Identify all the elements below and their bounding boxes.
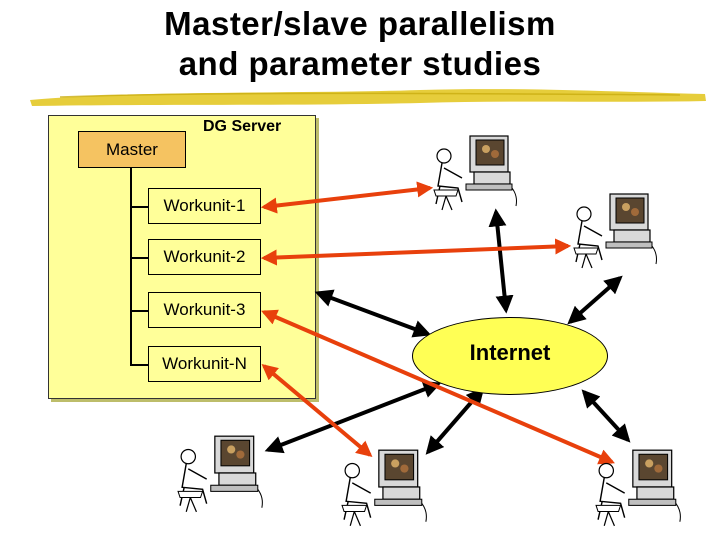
slide-title-line-2: and parameter studies <box>178 45 542 82</box>
tree-branch <box>130 364 148 366</box>
workstation-bottom-right <box>594 446 686 535</box>
title-underline <box>30 89 706 106</box>
internet-cloud: Internet <box>412 317 608 395</box>
internet-link <box>314 289 432 338</box>
person-at-computer-icon <box>177 435 263 513</box>
workunit-node: Workunit-1 <box>148 188 261 224</box>
person-at-computer-icon <box>573 193 657 269</box>
workstation-top <box>432 132 522 219</box>
workstation-right <box>572 190 662 277</box>
person-at-computer-icon <box>341 449 427 527</box>
slide-title: Master/slave parallelism and parameter s… <box>0 4 720 84</box>
workunit-node: Workunit-N <box>148 346 261 382</box>
person-at-computer-icon <box>433 135 517 211</box>
dg-server-label: DG Server <box>203 118 282 135</box>
workstation-bottom-middle <box>340 446 432 535</box>
internet-link <box>488 208 514 314</box>
internet-link <box>581 389 631 443</box>
workunit-link <box>261 363 373 458</box>
workstation-bottom-left <box>176 432 268 521</box>
workunit-link <box>261 309 615 465</box>
tree-trunk <box>130 168 132 366</box>
tree-branch <box>130 310 148 312</box>
master-node: Master <box>78 131 186 168</box>
tree-branch <box>130 206 148 208</box>
internet-link <box>425 387 485 455</box>
internet-link <box>567 275 623 325</box>
workunit-link <box>260 238 572 266</box>
workunit-node: Workunit-2 <box>148 239 261 275</box>
workunit-node: Workunit-3 <box>148 292 261 328</box>
slide-title-line-1: Master/slave parallelism <box>164 5 556 42</box>
workunit-link <box>260 181 434 214</box>
tree-branch <box>130 257 148 259</box>
person-at-computer-icon <box>595 449 681 527</box>
